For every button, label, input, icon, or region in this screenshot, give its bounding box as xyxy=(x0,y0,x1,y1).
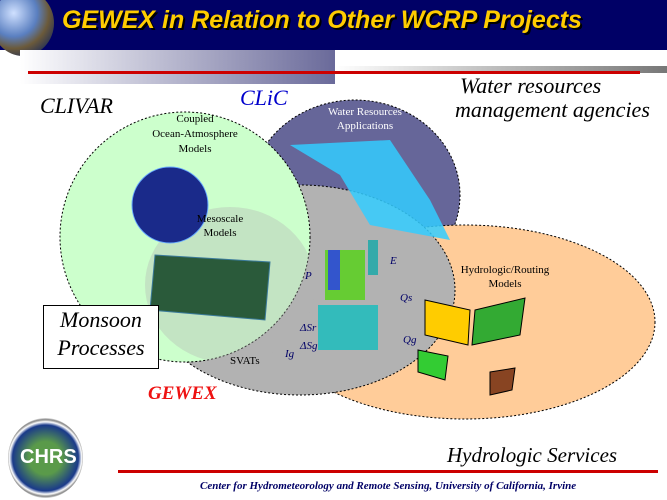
dsr-symbol: ΔSr xyxy=(300,322,317,334)
label-line: Processes xyxy=(57,335,145,360)
footer-rule xyxy=(118,470,658,473)
evap-symbol: E xyxy=(390,255,397,267)
label-line: Ocean-Atmosphere xyxy=(152,128,238,140)
routing-model-icon xyxy=(424,299,471,346)
decorative-gradient xyxy=(335,66,667,73)
routing-model-icon xyxy=(489,367,516,396)
precip-symbol: P xyxy=(305,270,312,282)
logo-text: CHRS xyxy=(20,446,77,468)
label-line: Mesoscale xyxy=(196,213,244,225)
decorative-gradient xyxy=(20,50,335,84)
chrs-logo: CHRS xyxy=(8,418,83,498)
clic-label: CLiC xyxy=(240,85,288,110)
qs-symbol: Qs xyxy=(400,292,413,304)
gewex-label: GEWEX xyxy=(148,383,217,404)
label-line: Applications xyxy=(336,120,394,132)
clivar-label: CLIVAR xyxy=(40,93,113,118)
dsg-symbol: ΔSg xyxy=(300,340,318,352)
mesoscale-models-label: Mesoscale Models xyxy=(180,212,260,240)
water-agencies-line1: Water resources xyxy=(460,73,602,98)
qg-symbol: Qg xyxy=(403,334,417,346)
precip-arrow-icon xyxy=(328,250,340,290)
routing-model-icon xyxy=(417,349,449,381)
coupled-models-label: Coupled Ocean-Atmosphere Models xyxy=(140,112,250,157)
soil-layers-icon xyxy=(318,305,378,350)
slide-title: GEWEX in Relation to Other WCRP Projects xyxy=(62,6,582,34)
label-line: Models xyxy=(203,227,237,239)
svats-label: SVATs xyxy=(230,355,260,367)
ocean-globe-icon xyxy=(131,166,209,244)
label-line: Models xyxy=(178,143,212,155)
label-line: Monsoon xyxy=(60,307,142,332)
label-line: Models xyxy=(488,278,522,290)
label-line: Hydrologic/Routing xyxy=(460,264,550,276)
label-line: Coupled xyxy=(176,113,214,125)
title-underline xyxy=(28,71,640,74)
routing-models-label: Hydrologic/Routing Models xyxy=(450,263,560,291)
footer-text: Center for Hydrometeorology and Remote S… xyxy=(200,480,577,492)
routing-model-icon xyxy=(471,297,526,346)
mesoscale-map-icon xyxy=(149,254,271,321)
evap-arrow-icon xyxy=(368,240,378,275)
monsoon-box: Monsoon Processes xyxy=(43,305,159,369)
ig-symbol: Ig xyxy=(285,348,295,360)
hydrologic-services-label: Hydrologic Services xyxy=(447,443,618,467)
water-applications-icon xyxy=(290,140,450,240)
title-banner xyxy=(0,0,667,50)
label-line: Water Resources xyxy=(328,106,402,118)
water-agencies-line2: management agencies xyxy=(455,97,650,122)
water-applications-label: Water Resources Applications xyxy=(320,105,410,133)
